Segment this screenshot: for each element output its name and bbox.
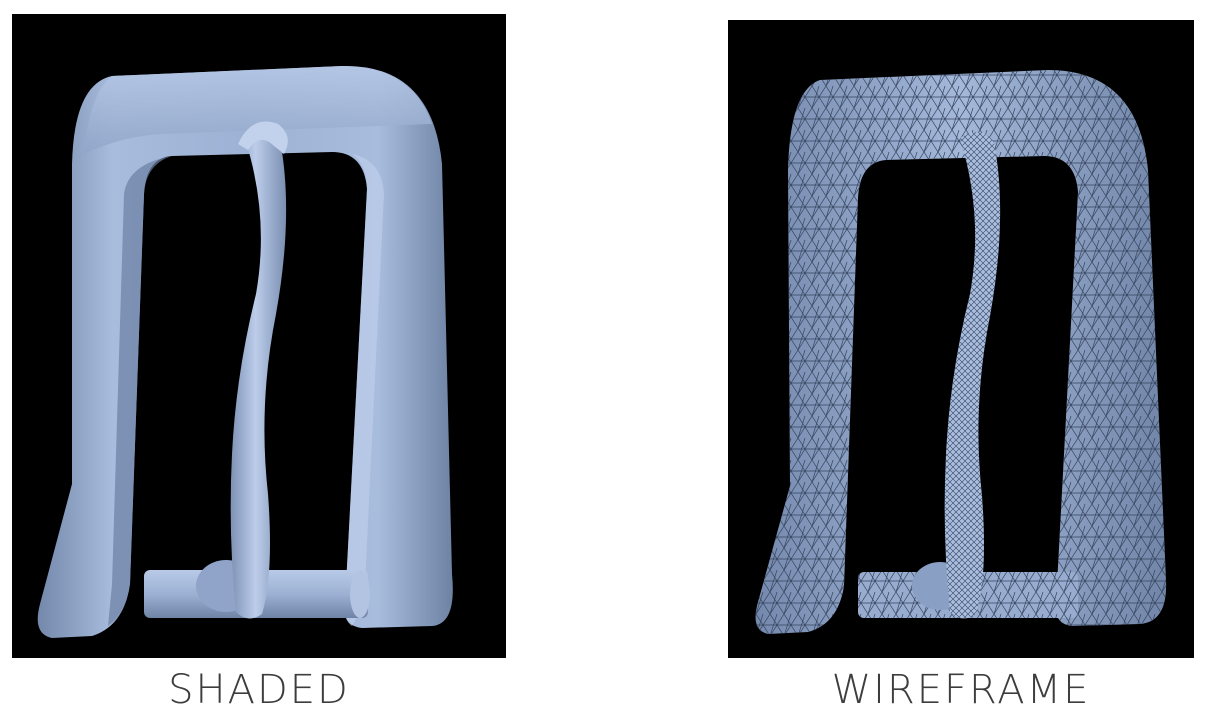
buckle-tongue-loop	[238, 121, 288, 154]
buckle-tongue	[230, 129, 287, 619]
buckle-frame-inner-left	[108, 156, 172, 626]
shaded-buckle-render	[37, 65, 453, 638]
shaded-viewport	[12, 14, 506, 658]
wireframe-viewport	[728, 20, 1194, 658]
buckle-frame-top-face	[84, 66, 432, 154]
wireframe-caption: WIREFRAME	[831, 667, 1091, 713]
shaded-caption: SHADED	[168, 667, 350, 713]
buckle-frame-inner-right	[344, 154, 384, 626]
wireframe-buckle-render	[755, 70, 1167, 634]
wire-frame-mesh	[755, 70, 1167, 634]
buckle-roller-end	[350, 570, 370, 618]
wire-tongue-mesh	[944, 131, 1001, 619]
